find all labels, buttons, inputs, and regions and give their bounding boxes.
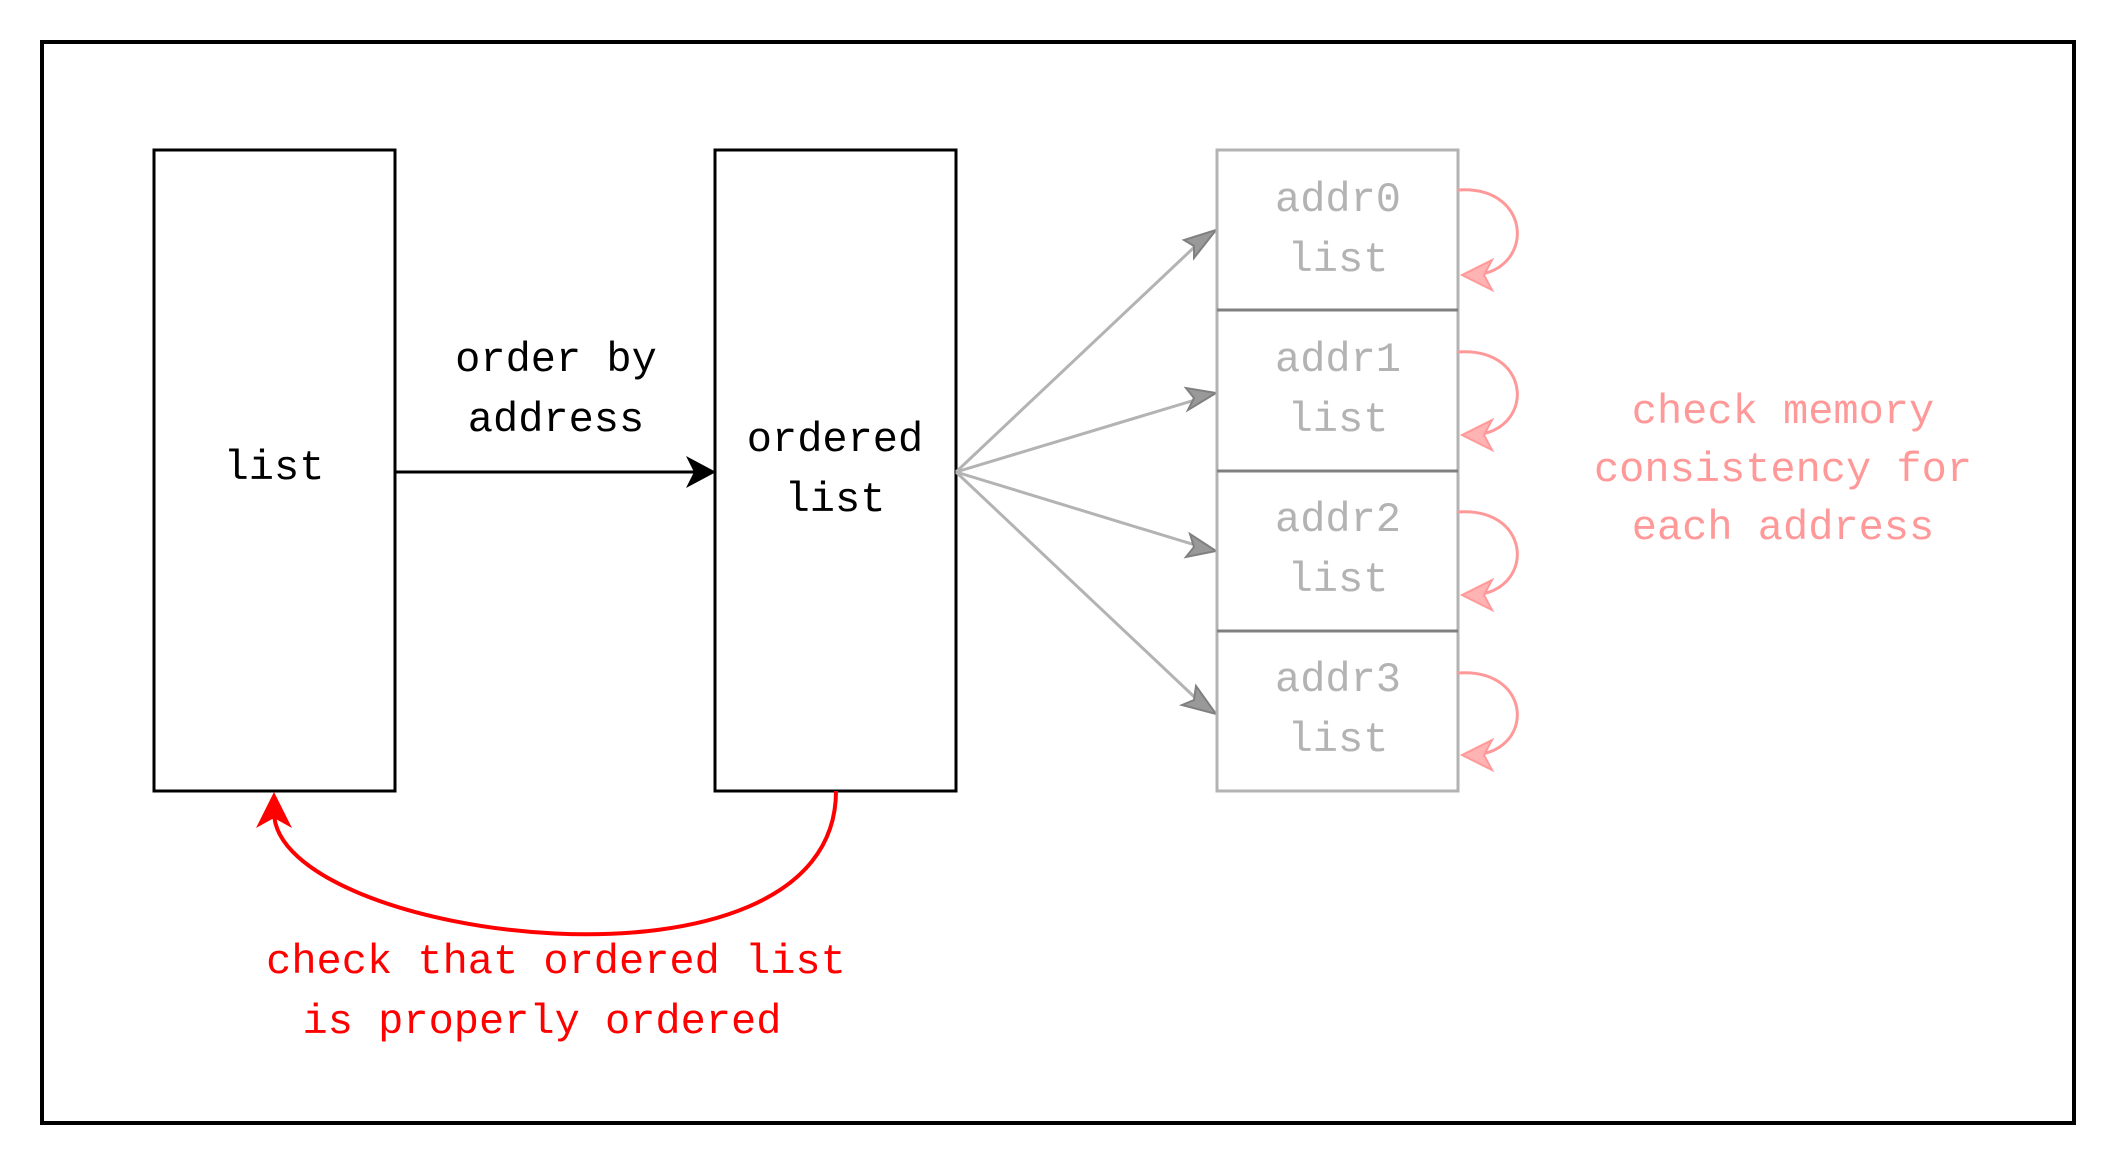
addr3-name: addr3 (1275, 656, 1401, 704)
fanout-arrowhead-addr0 (1181, 228, 1219, 261)
list-node: list (152, 148, 397, 793)
self-loop-arrowhead-addr0 (1459, 257, 1495, 293)
fanout-arrowhead-addr2 (1183, 531, 1219, 559)
consistency-note-line1: check memory (1632, 388, 1934, 436)
order-edge-label-line1: order by (455, 336, 657, 384)
self-loop-arrowhead-addr2 (1459, 577, 1495, 613)
ordered-list-node: ordered list (713, 148, 958, 793)
self-loop-arrowhead-addr1 (1459, 417, 1495, 453)
fanout-edge-addr2 (955, 470, 1206, 550)
addr2-sub: list (1288, 556, 1389, 604)
fanout-edges (954, 235, 1207, 709)
addr0-name: addr0 (1275, 176, 1401, 224)
fanout-arrowheads (1178, 228, 1219, 716)
consistency-note-line2: consistency for (1594, 446, 1972, 494)
self-loop-arrowheads (1459, 257, 1495, 773)
list-node-label: list (224, 444, 325, 492)
consistency-note-line3: each address (1632, 504, 1934, 552)
order-edge: order by address (395, 336, 716, 488)
self-loop-addr2 (1457, 510, 1519, 597)
addr3-sub: list (1288, 716, 1389, 764)
addr2-name: addr2 (1275, 496, 1401, 544)
fanout-arrowhead-addr1 (1183, 386, 1219, 413)
self-loops (1457, 188, 1519, 757)
order-edge-label-line2: address (468, 396, 644, 444)
self-loop-addr3 (1457, 671, 1519, 757)
addr1-name: addr1 (1275, 336, 1401, 384)
fanout-edge-addr3 (954, 470, 1207, 709)
order-check-note-line1: check that ordered list (266, 938, 846, 986)
order-check-note: check that ordered list is properly orde… (266, 938, 846, 1046)
outer-frame (40, 40, 2076, 1125)
order-check-arrowhead (256, 792, 292, 828)
self-loop-arrowhead-addr3 (1459, 737, 1495, 773)
self-loop-addr1 (1457, 350, 1519, 437)
ordered-list-label-line2: list (785, 476, 886, 524)
fanout-edge-addr0 (954, 235, 1207, 474)
addr1-sub: list (1288, 396, 1389, 444)
fanout-arrowhead-addr3 (1178, 683, 1219, 716)
self-loop-addr0 (1457, 188, 1519, 277)
fanout-edge-addr1 (955, 395, 1206, 474)
consistency-note: check memory consistency for each addres… (1594, 388, 1972, 552)
address-lists: addr0 list addr1 list addr2 list addr3 l… (1215, 148, 1460, 793)
addr0-sub: list (1288, 236, 1389, 284)
order-check-edge (256, 790, 838, 937)
order-check-note-line2: is properly ordered (303, 998, 782, 1046)
ordered-list-label-line1: ordered (747, 416, 923, 464)
